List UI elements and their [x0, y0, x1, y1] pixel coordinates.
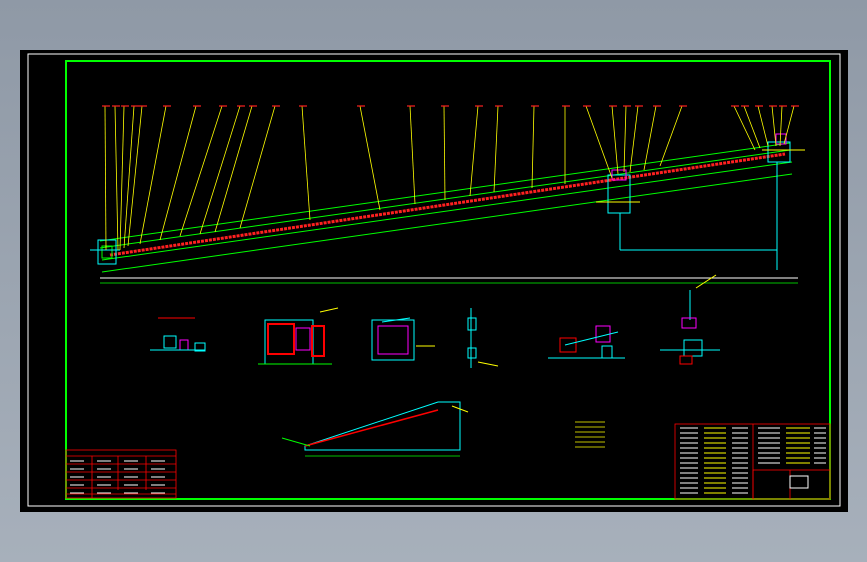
parameter-table-cells	[70, 460, 165, 494]
leader-line	[239, 105, 276, 229]
leader-line	[301, 105, 311, 221]
parameter-table	[65, 449, 177, 499]
detail-view-1	[150, 317, 206, 352]
side-elevation	[281, 401, 469, 457]
conveyor-drawing	[27, 53, 841, 507]
leader-line	[114, 105, 119, 251]
detail-view-4	[467, 308, 499, 368]
leader-line	[493, 105, 499, 193]
leader-line	[443, 105, 446, 201]
leader-line	[733, 105, 756, 151]
leader-line	[409, 105, 416, 205]
cad-drawing-sheet	[20, 50, 848, 512]
outer-frame	[27, 53, 841, 507]
leader-line	[359, 105, 381, 211]
detail-view-3	[371, 317, 435, 361]
leader-line	[779, 105, 783, 147]
leader-line	[104, 105, 107, 251]
leader-line	[643, 105, 657, 171]
head-pulley-unit	[762, 133, 805, 163]
leader-line	[629, 105, 639, 173]
leader-line	[469, 105, 479, 197]
leader-line	[179, 105, 223, 237]
bom-table	[674, 423, 831, 500]
detail-view-2	[258, 307, 339, 365]
detail-view-5	[548, 325, 625, 359]
bom-rows	[680, 427, 826, 494]
leader-line	[123, 105, 135, 249]
supports	[619, 162, 778, 270]
leader-line	[119, 105, 125, 251]
leader-line	[585, 105, 613, 179]
leader-line	[214, 105, 253, 233]
leader-line	[199, 105, 241, 235]
leader-line	[611, 105, 619, 175]
leader-line	[159, 105, 197, 241]
tail-pulley-unit	[90, 239, 120, 265]
leader-line	[139, 105, 167, 245]
drawing-border	[65, 60, 831, 500]
annotation-leaders	[102, 105, 799, 251]
leader-line	[783, 105, 795, 145]
leader-line	[771, 105, 777, 147]
leader-line	[743, 105, 761, 149]
leader-line	[757, 105, 769, 147]
leader-line	[127, 105, 143, 247]
conveyor-belt	[109, 152, 786, 257]
leader-line	[623, 105, 627, 173]
leader-line	[531, 105, 535, 189]
title-block-box	[789, 475, 809, 489]
leader-line	[659, 105, 683, 167]
detail-view-6	[660, 274, 720, 365]
technical-notes	[575, 421, 605, 448]
drive-unit	[596, 169, 640, 214]
